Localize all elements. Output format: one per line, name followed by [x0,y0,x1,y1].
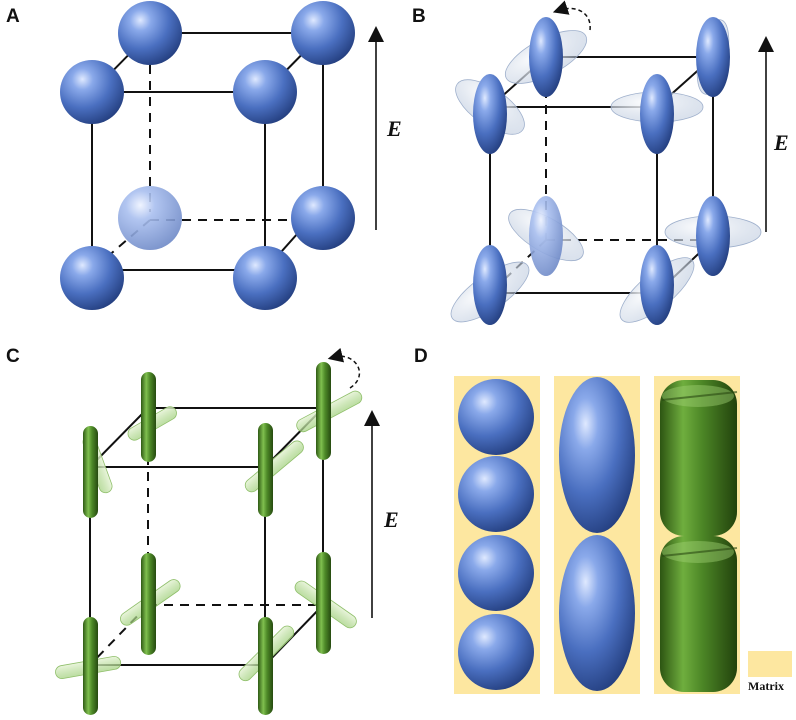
field-label-a: E [387,116,402,141]
rotation-arrow-b [552,0,591,31]
panel-label-a: A [6,6,20,27]
panel-c-rods [83,362,331,715]
panel-a-spheres [60,1,355,310]
panel-d-rods [660,380,738,692]
matrix-legend-swatch [748,651,792,677]
panel-b-cube [489,56,714,294]
field-label-b: E [774,130,789,155]
panel-b-ellipsoids [473,17,730,325]
panel-d-ellipsoids [559,377,635,691]
panel-label-c: C [6,346,20,367]
panel-label-d: D [414,346,428,367]
field-label-c: E [384,507,399,532]
matrix-legend-label: Matrix [748,679,784,693]
panel-d-spheres [458,379,534,690]
panel-label-b: B [412,6,426,27]
rotation-arrow-c [327,347,361,389]
